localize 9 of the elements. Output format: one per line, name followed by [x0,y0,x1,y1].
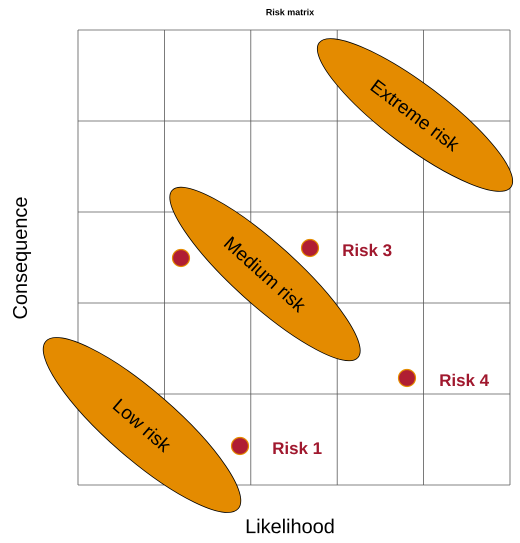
risk-dot [230,436,250,456]
risk-label: Risk 4 [440,374,489,386]
risk-dot [172,248,190,268]
y-axis-label: Consequence [12,197,32,318]
x-axis-label: Likelihood [246,518,334,534]
risk-dot [398,368,416,388]
risk-label: Risk 1 [273,442,322,454]
chart-title: Risk matrix [266,8,314,16]
risk-dot [300,238,320,258]
